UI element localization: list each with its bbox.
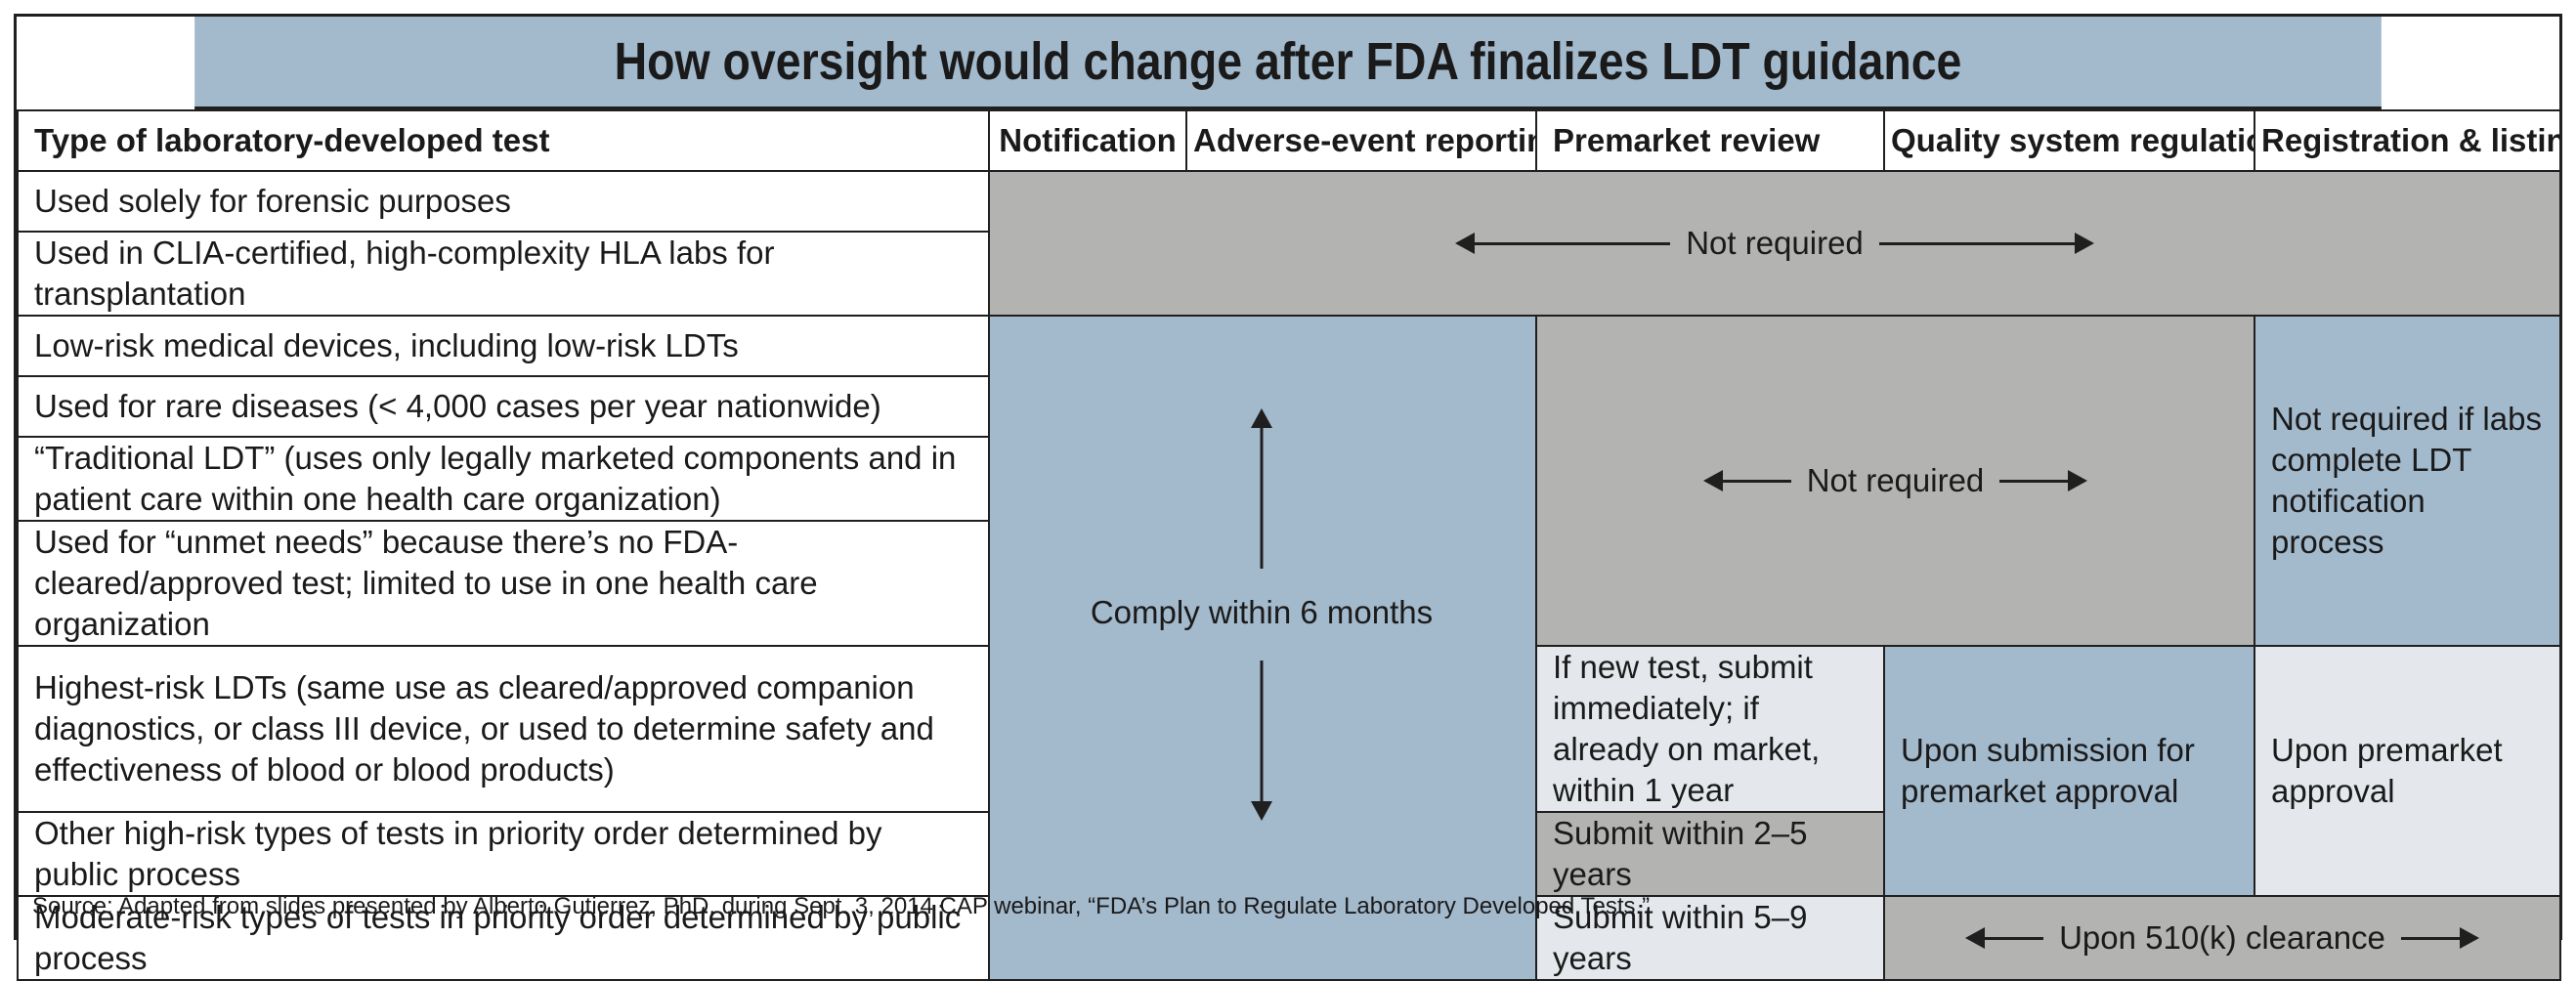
- table-row: Highest-risk LDTs (same use as cleared/a…: [17, 645, 2561, 897]
- table-row: Used for “unmet needs” because there’s n…: [17, 520, 2560, 647]
- premarket-highest-cell: If new test, submit immediately; if alre…: [1535, 645, 1885, 813]
- lowrisk-not-required-cell: Not required: [1535, 315, 2255, 647]
- comply-label: Comply within 6 months: [1090, 594, 1434, 630]
- row-label: “Traditional LDT” (uses only legally mar…: [17, 436, 990, 522]
- double-arrow: Not required: [1006, 223, 2544, 264]
- header-type: Type of laboratory-developed test: [17, 109, 990, 172]
- arrow-left-icon: [1702, 470, 1723, 491]
- cell-text: Not required: [1686, 225, 1864, 261]
- header-row: Type of laboratory-developed test Notifi…: [17, 109, 2561, 172]
- oversight-table: Type of laboratory-developed test Notifi…: [17, 109, 2561, 981]
- exempt-not-required-cell: Not required: [988, 170, 2561, 317]
- header-notification: Notification: [988, 109, 1187, 172]
- table-row: Used solely for forensic purposes Not re…: [17, 170, 2561, 317]
- row-label: Low-risk medical devices, including low-…: [17, 315, 990, 377]
- row-label: Other high-risk types of tests in priori…: [17, 811, 990, 897]
- arrow-right-icon: [2068, 470, 2088, 491]
- source-note: Source: Adapted from slides presented by…: [32, 893, 1651, 919]
- header-quality: Quality system regulations: [1883, 109, 2255, 172]
- double-arrow: Not required: [1553, 460, 2238, 501]
- registration-highest-cell: Upon premarket approval: [2254, 645, 2561, 897]
- row-label: Used for rare diseases (< 4,000 cases pe…: [17, 375, 990, 438]
- comply-6-months-cell: Comply within 6 months: [988, 315, 1537, 981]
- premarket-other-high-cell: Submit within 2–5 years: [1535, 811, 1885, 897]
- cell-text: Upon 510(k) clearance: [2059, 919, 2385, 956]
- row-label: Used for “unmet needs” because there’s n…: [17, 520, 990, 647]
- table-row: Low-risk medical devices, including low-…: [17, 315, 2561, 981]
- header-registration: Registration & listing: [2254, 109, 2561, 172]
- cell-text: Not required: [1806, 462, 1985, 498]
- row-label: Highest-risk LDTs (same use as cleared/a…: [17, 645, 990, 813]
- arrow-right-icon: [2074, 233, 2094, 254]
- table-row: Used in CLIA-certified, high-complexity …: [17, 231, 2560, 317]
- arrow-right-icon: [2459, 927, 2479, 949]
- figure-title: How oversight would change after FDA fin…: [194, 17, 2382, 109]
- row-label: Used in CLIA-certified, high-complexity …: [17, 231, 990, 317]
- vertical-double-arrow-icon: [1251, 408, 1272, 821]
- quality-highest-cell: Upon submission for premarket approval: [1883, 645, 2255, 897]
- table-row: “Traditional LDT” (uses only legally mar…: [17, 436, 2560, 522]
- arrow-left-icon: [1455, 233, 1476, 254]
- table-row: Other high-risk types of tests in priori…: [17, 811, 2560, 897]
- row-label: Used solely for forensic purposes: [17, 170, 990, 233]
- table-row: Used for rare diseases (< 4,000 cases pe…: [17, 375, 2560, 438]
- oversight-table-figure: How oversight would change after FDA fin…: [14, 14, 2562, 981]
- header-adverse-event: Adverse-event reporting: [1185, 109, 1537, 172]
- arrow-left-icon: [1965, 927, 1986, 949]
- header-premarket: Premarket review: [1535, 109, 1885, 172]
- double-arrow: Upon 510(k) clearance: [1901, 917, 2544, 959]
- registration-lowrisk-cell: Not required if labs complete LDT notifi…: [2254, 315, 2561, 647]
